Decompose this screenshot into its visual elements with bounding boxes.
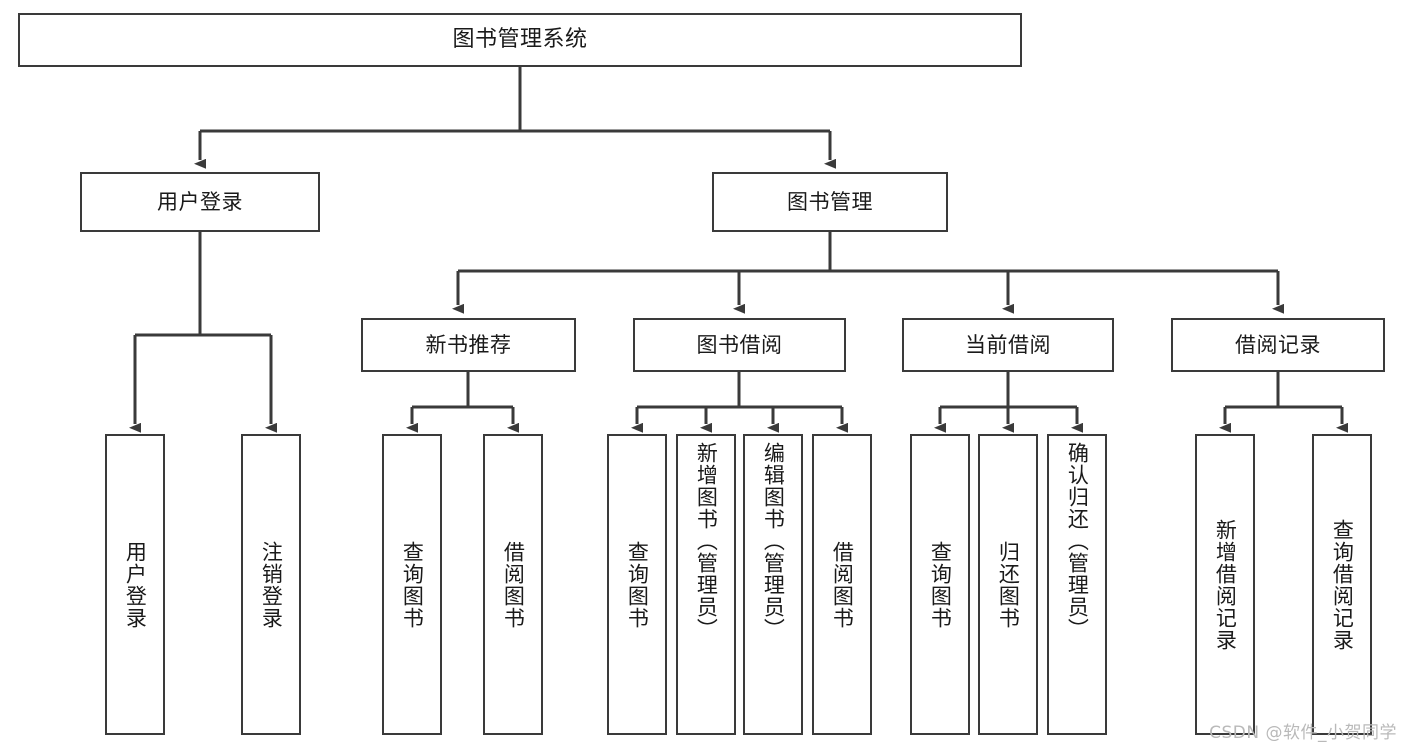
node-current-borrow[interactable]: 当前借阅	[902, 318, 1114, 372]
node-new-book-recommend[interactable]: 新书推荐	[361, 318, 576, 372]
leaf-br-query-record-label: 查询借阅记录	[1330, 518, 1355, 651]
leaf-cb-confirm-return-label: 确认归还（管理员）	[1065, 442, 1090, 640]
leaf-bb-add-book-label: 新增图书（管理员）	[694, 442, 719, 640]
node-book-borrow[interactable]: 图书借阅	[633, 318, 846, 372]
node-root-label: 图书管理系统	[452, 27, 588, 52]
leaf-bb-query-book-label: 查询图书	[625, 540, 650, 629]
node-new-book-recommend-label: 新书推荐	[425, 332, 512, 357]
leaf-user-login-label: 用户登录	[123, 540, 148, 629]
leaf-br-add-record-label: 新增借阅记录	[1213, 518, 1238, 651]
leaf-nb-borrow-book-label: 借阅图书	[501, 540, 526, 629]
leaf-user-login[interactable]: 用户登录	[105, 434, 165, 735]
leaf-br-add-record[interactable]: 新增借阅记录	[1195, 434, 1255, 735]
leaf-bb-add-book[interactable]: 新增图书（管理员）	[676, 434, 736, 735]
leaf-bb-borrow-book-label: 借阅图书	[830, 540, 855, 629]
leaf-bb-borrow-book[interactable]: 借阅图书	[812, 434, 872, 735]
leaf-cb-return-book[interactable]: 归还图书	[978, 434, 1038, 735]
node-root-system[interactable]: 图书管理系统	[18, 13, 1022, 67]
leaf-bb-query-book[interactable]: 查询图书	[607, 434, 667, 735]
leaf-cb-query-book-label: 查询图书	[928, 540, 953, 629]
leaf-cb-return-book-label: 归还图书	[996, 540, 1021, 629]
leaf-logout-label: 注销登录	[259, 540, 284, 629]
leaf-br-query-record[interactable]: 查询借阅记录	[1312, 434, 1372, 735]
leaf-cb-query-book[interactable]: 查询图书	[910, 434, 970, 735]
leaf-bb-edit-book[interactable]: 编辑图书（管理员）	[743, 434, 803, 735]
leaf-bb-edit-book-label: 编辑图书（管理员）	[761, 442, 786, 640]
leaf-nb-query-book[interactable]: 查询图书	[382, 434, 442, 735]
node-borrow-record[interactable]: 借阅记录	[1171, 318, 1385, 372]
node-book-management-label: 图书管理	[787, 189, 873, 214]
node-current-borrow-label: 当前借阅	[965, 332, 1051, 357]
node-book-management[interactable]: 图书管理	[712, 172, 948, 232]
leaf-nb-borrow-book[interactable]: 借阅图书	[483, 434, 543, 735]
leaf-cb-confirm-return[interactable]: 确认归还（管理员）	[1047, 434, 1107, 735]
node-book-borrow-label: 图书借阅	[696, 332, 783, 357]
node-user-login[interactable]: 用户登录	[80, 172, 320, 232]
node-borrow-record-label: 借阅记录	[1235, 332, 1321, 357]
leaf-nb-query-book-label: 查询图书	[400, 540, 425, 629]
node-user-login-label: 用户登录	[157, 189, 243, 214]
leaf-logout[interactable]: 注销登录	[241, 434, 301, 735]
